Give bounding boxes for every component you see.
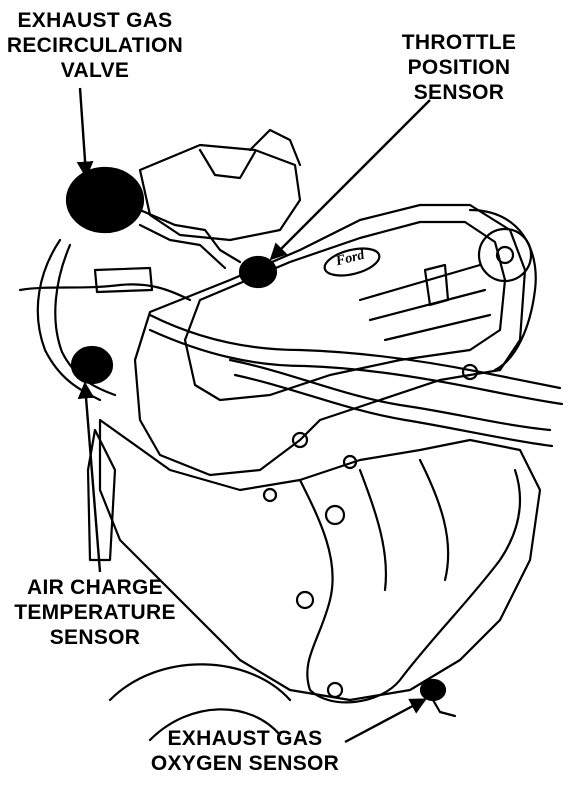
engine-bolt [291,431,309,449]
manifold-stud [324,504,346,526]
flywheel-arc [108,663,292,702]
wiring-harness-3 [18,283,192,302]
pulley [477,227,533,283]
manifold-stud [295,590,315,610]
label-line: OXYGEN SENSOR [150,752,340,775]
engine-bolt [461,363,479,381]
egr-valve-body [65,166,145,234]
oxygen-sensor-body [419,678,447,702]
label-line: THROTTLE [401,31,517,54]
label-throttle-position-sensor: THROTTLE POSITION SENSOR [384,30,534,105]
egr-arrow [76,87,94,179]
engine-bolt [262,487,278,503]
exhaust-manifold-runner [358,468,388,592]
label-line: SENSOR [413,81,505,104]
label-line: EXHAUST GAS [17,9,173,32]
tps-arrow [269,99,431,261]
callout-arrows [76,87,431,744]
oxygen-arrow [344,698,427,744]
wiring-connector [93,266,154,294]
oil-filler-cap [423,263,450,307]
throttle-body [138,143,302,242]
egr-tube-2 [138,223,227,270]
label-line: RECIRCULATION [6,34,184,57]
engine-block-outline [133,203,527,477]
exhaust-manifold [298,468,522,704]
act-arrow [77,381,102,573]
oxygen-sensor-wire [431,698,457,718]
throttle-linkage [248,128,302,167]
egr-tube [138,208,242,264]
ford-badge-oval [323,247,381,277]
act-sensor-body [70,345,114,385]
fuel-hose-2 [148,328,564,406]
label-line: SENSOR [49,626,141,649]
label-line: POSITION [407,56,511,79]
engine-illustration [18,128,564,742]
manifold-stud [326,681,344,699]
tps-body [238,255,278,289]
label-line: AIR CHARGE [26,576,163,599]
engine-bolt [342,454,358,470]
vacuum-hose [228,358,552,432]
valve-cover-top [183,220,507,402]
timing-cover [468,208,537,372]
valve-cover-rib [368,288,487,322]
label-exhaust-gas-oxygen-sensor: EXHAUST GAS OXYGEN SENSOR [140,726,350,776]
valve-cover-rib [383,313,492,342]
label-line: EXHAUST GAS [167,727,323,750]
engine-lower-block [98,418,542,702]
label-egr-valve: EXHAUST GAS RECIRCULATION VALVE [0,8,190,83]
valve-cover-rib [358,263,482,302]
pulley-hub [495,245,515,265]
label-line: VALVE [60,59,130,82]
flywheel-arc-2 [148,708,282,742]
wiring-harness-2 [54,243,117,397]
fuel-hose [148,313,562,390]
vacuum-hose-2 [233,373,554,448]
throttle-bracket [198,148,257,180]
label-air-charge-temperature-sensor: AIR CHARGE TEMPERATURE SENSOR [10,575,180,650]
exhaust-manifold-runner [418,458,450,582]
label-line: TEMPERATURE [14,601,176,624]
